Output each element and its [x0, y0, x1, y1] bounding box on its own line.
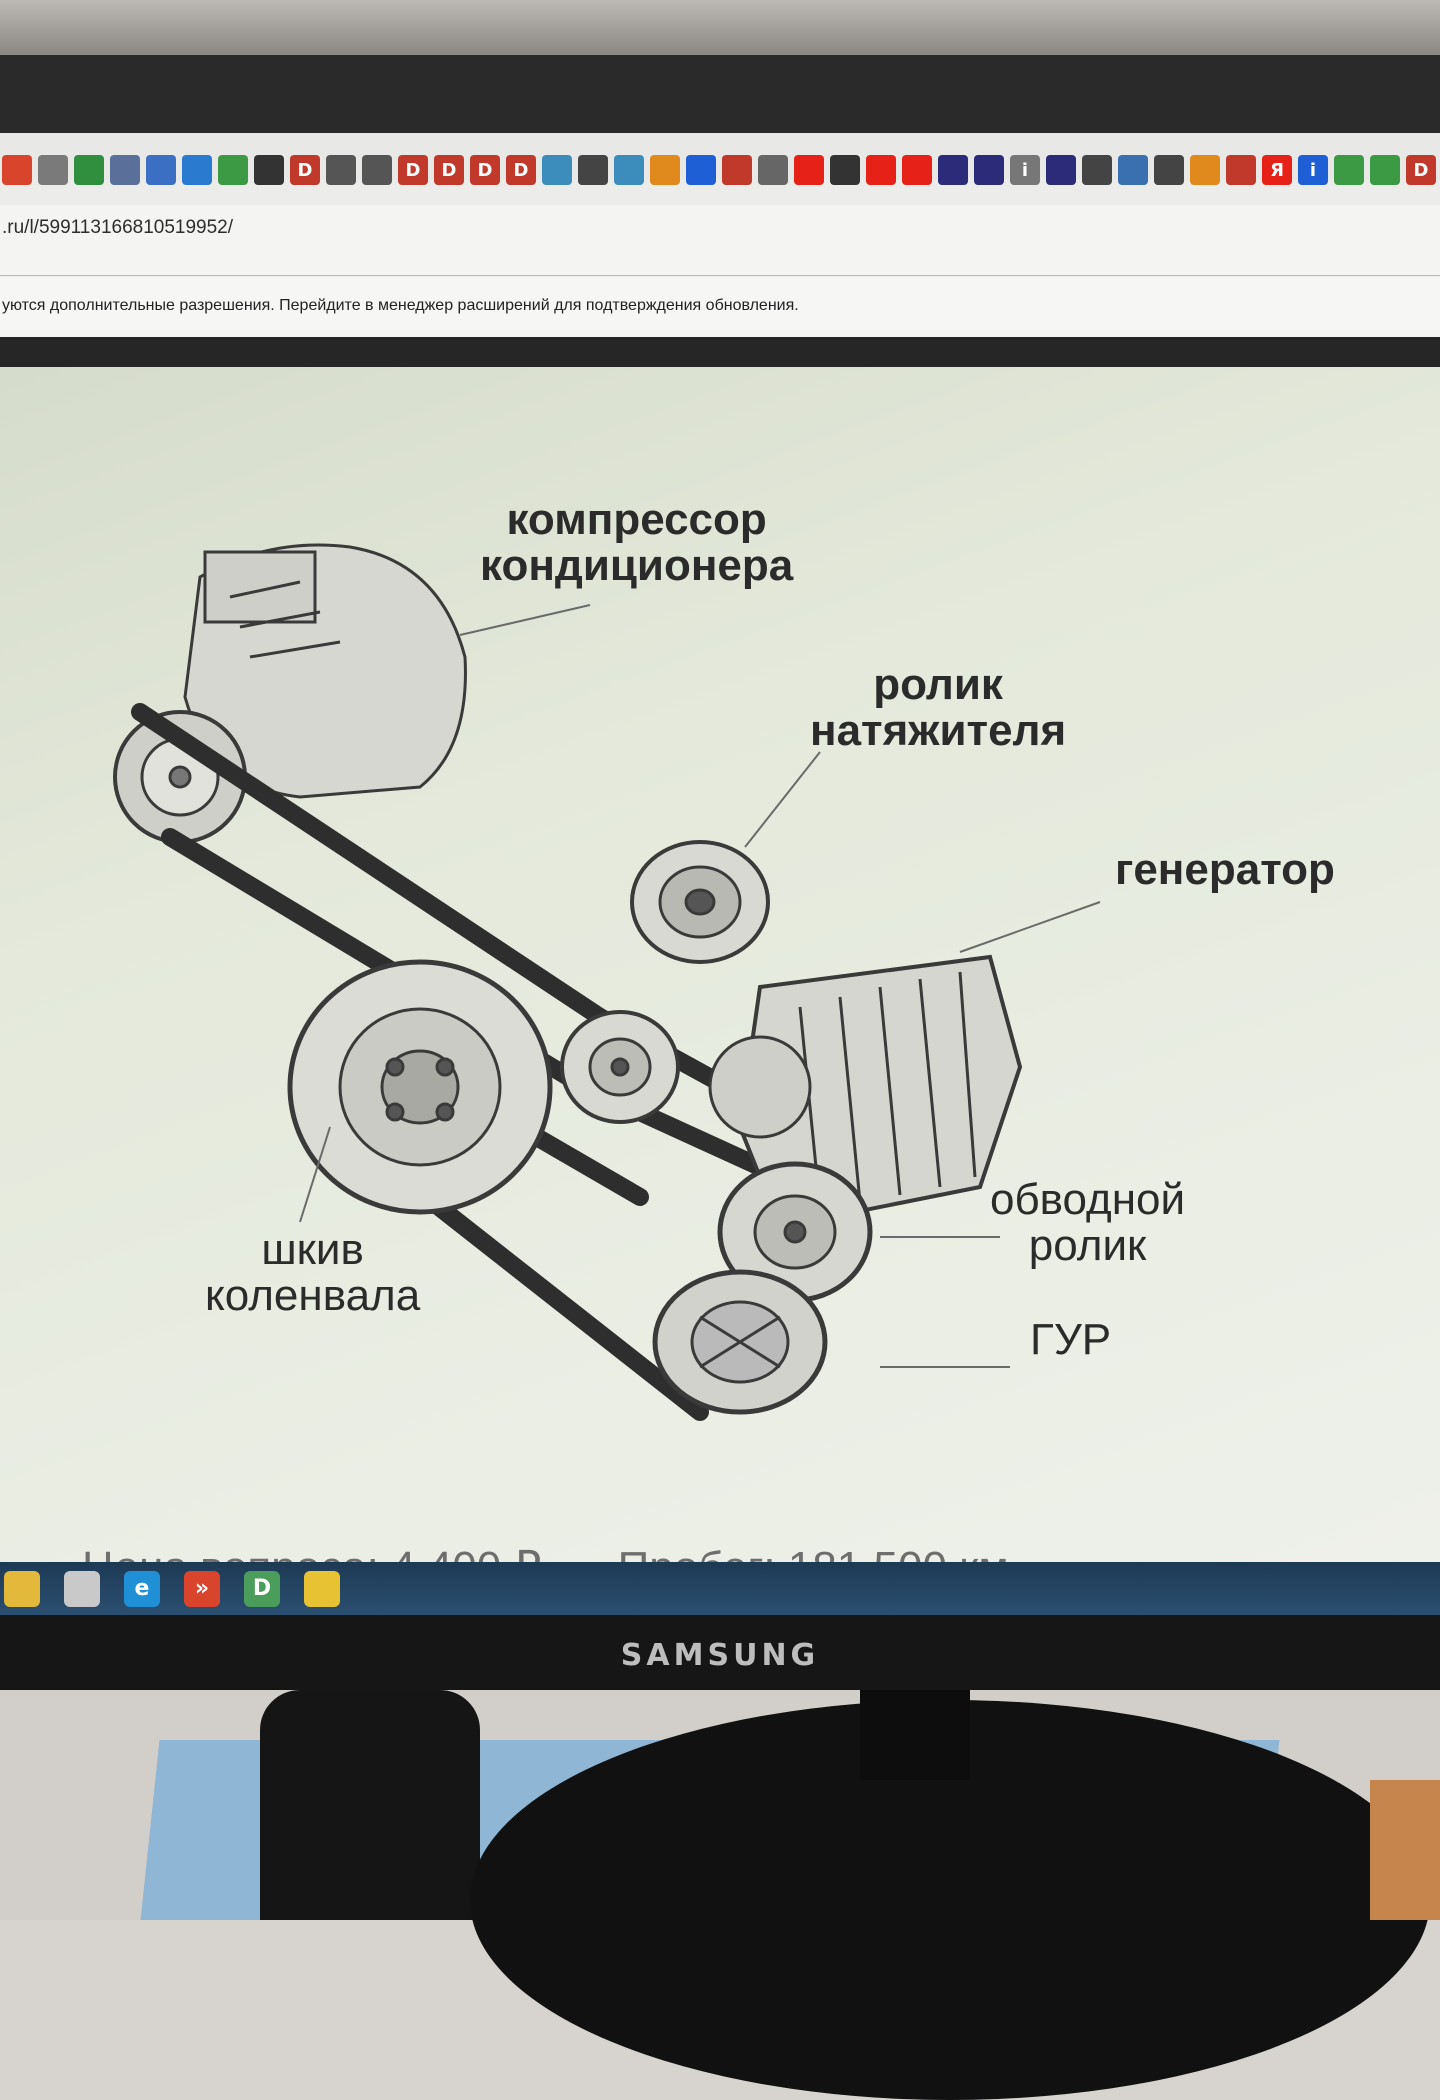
ball-icon[interactable]	[974, 155, 1004, 185]
bars-icon[interactable]	[254, 155, 284, 185]
edge-browser-icon[interactable]: e	[124, 1570, 160, 1607]
dots-icon[interactable]	[1370, 155, 1400, 185]
youtube-icon[interactable]	[866, 155, 896, 185]
red-circle-icon[interactable]	[2, 155, 32, 185]
alternator-label: генератор	[1115, 845, 1335, 894]
drive2-icon[interactable]: D	[470, 155, 500, 185]
file-explorer-icon[interactable]	[4, 1570, 40, 1607]
phone-icon[interactable]	[74, 155, 104, 185]
checker-icon[interactable]	[758, 155, 788, 185]
drive2-icon[interactable]: D	[1406, 155, 1436, 185]
tensioner-pulley-drawing	[630, 840, 770, 964]
lemon-app-icon[interactable]	[304, 1570, 340, 1607]
monitor-top-edge	[0, 0, 1440, 55]
power-steering-pump-drawing	[652, 1269, 828, 1415]
drive2-icon[interactable]: D	[244, 1570, 280, 1607]
wheel-icon[interactable]	[830, 155, 860, 185]
landscape-icon[interactable]	[1190, 155, 1220, 185]
dots-icon[interactable]	[542, 155, 572, 185]
power-steering-label: ГУР	[1030, 1315, 1112, 1364]
monitor-stand-neck	[860, 1690, 970, 1780]
page-content: компрессор кондиционера ролик натяжителя…	[0, 367, 1440, 1592]
target-icon[interactable]	[578, 155, 608, 185]
drive2-icon[interactable]: D	[434, 155, 464, 185]
play-icon[interactable]	[1226, 155, 1256, 185]
wooden-object	[1370, 1780, 1440, 1920]
address-bar[interactable]: .ru/l/599113166810519952/	[0, 205, 1440, 276]
calendar-icon[interactable]	[38, 155, 68, 185]
yandex-icon[interactable]: Я	[1262, 155, 1292, 185]
leader-lines	[299, 604, 1101, 1368]
small-pulley-drawing	[560, 1010, 680, 1124]
dots-icon[interactable]	[614, 155, 644, 185]
belt-drive-diagram	[113, 543, 1101, 1421]
info-icon[interactable]: i	[1010, 155, 1040, 185]
drive2-icon[interactable]: D	[398, 155, 428, 185]
ac-compressor-drawing	[113, 543, 467, 844]
info-icon[interactable]: i	[1298, 155, 1328, 185]
cable-object	[260, 1690, 480, 1920]
stripes-icon[interactable]	[326, 155, 356, 185]
monitor-brand-logo: SAMSUNG	[620, 1638, 820, 1673]
page-top-band	[0, 337, 1440, 367]
youtube-icon[interactable]	[794, 155, 824, 185]
diamond-icon[interactable]	[182, 155, 212, 185]
brain-app-icon[interactable]	[64, 1570, 100, 1607]
ac-compressor-label: компрессор кондиционера	[480, 495, 794, 591]
globe-icon[interactable]	[110, 155, 140, 185]
ball-icon[interactable]	[1046, 155, 1076, 185]
dots-icon[interactable]	[1334, 155, 1364, 185]
tensioner-pulley-label: ролик натяжителя	[810, 660, 1067, 756]
drive2-icon[interactable]: D	[290, 155, 320, 185]
camera-icon[interactable]	[1082, 155, 1112, 185]
idler-pulley-drawing	[717, 1161, 873, 1303]
drive2-icon[interactable]: D	[506, 155, 536, 185]
crankshaft-pulley-drawing	[287, 959, 553, 1215]
anydesk-icon[interactable]: »	[184, 1570, 220, 1607]
idler-pulley-label: обводной ролик	[990, 1175, 1186, 1271]
notification-text: уются дополнительные разрешения. Перейди…	[2, 297, 799, 314]
mail-icon[interactable]	[650, 155, 680, 185]
grid-icon[interactable]	[218, 155, 248, 185]
youtube-icon[interactable]	[902, 155, 932, 185]
stripes-icon[interactable]	[362, 155, 392, 185]
car-icon[interactable]	[146, 155, 176, 185]
crank-pulley-label: шкив коленвала	[205, 1225, 421, 1321]
camera-icon[interactable]	[1154, 155, 1184, 185]
cube-icon[interactable]	[686, 155, 716, 185]
bmw-icon[interactable]	[1118, 155, 1148, 185]
taskbar: e » D	[0, 1562, 1440, 1615]
notification-bar: уются дополнительные разрешения. Перейди…	[0, 277, 1440, 337]
photo-icon[interactable]	[722, 155, 752, 185]
url-text[interactable]: .ru/l/599113166810519952/	[2, 217, 234, 238]
alternator-drawing	[708, 954, 1023, 1230]
ball-icon[interactable]	[938, 155, 968, 185]
